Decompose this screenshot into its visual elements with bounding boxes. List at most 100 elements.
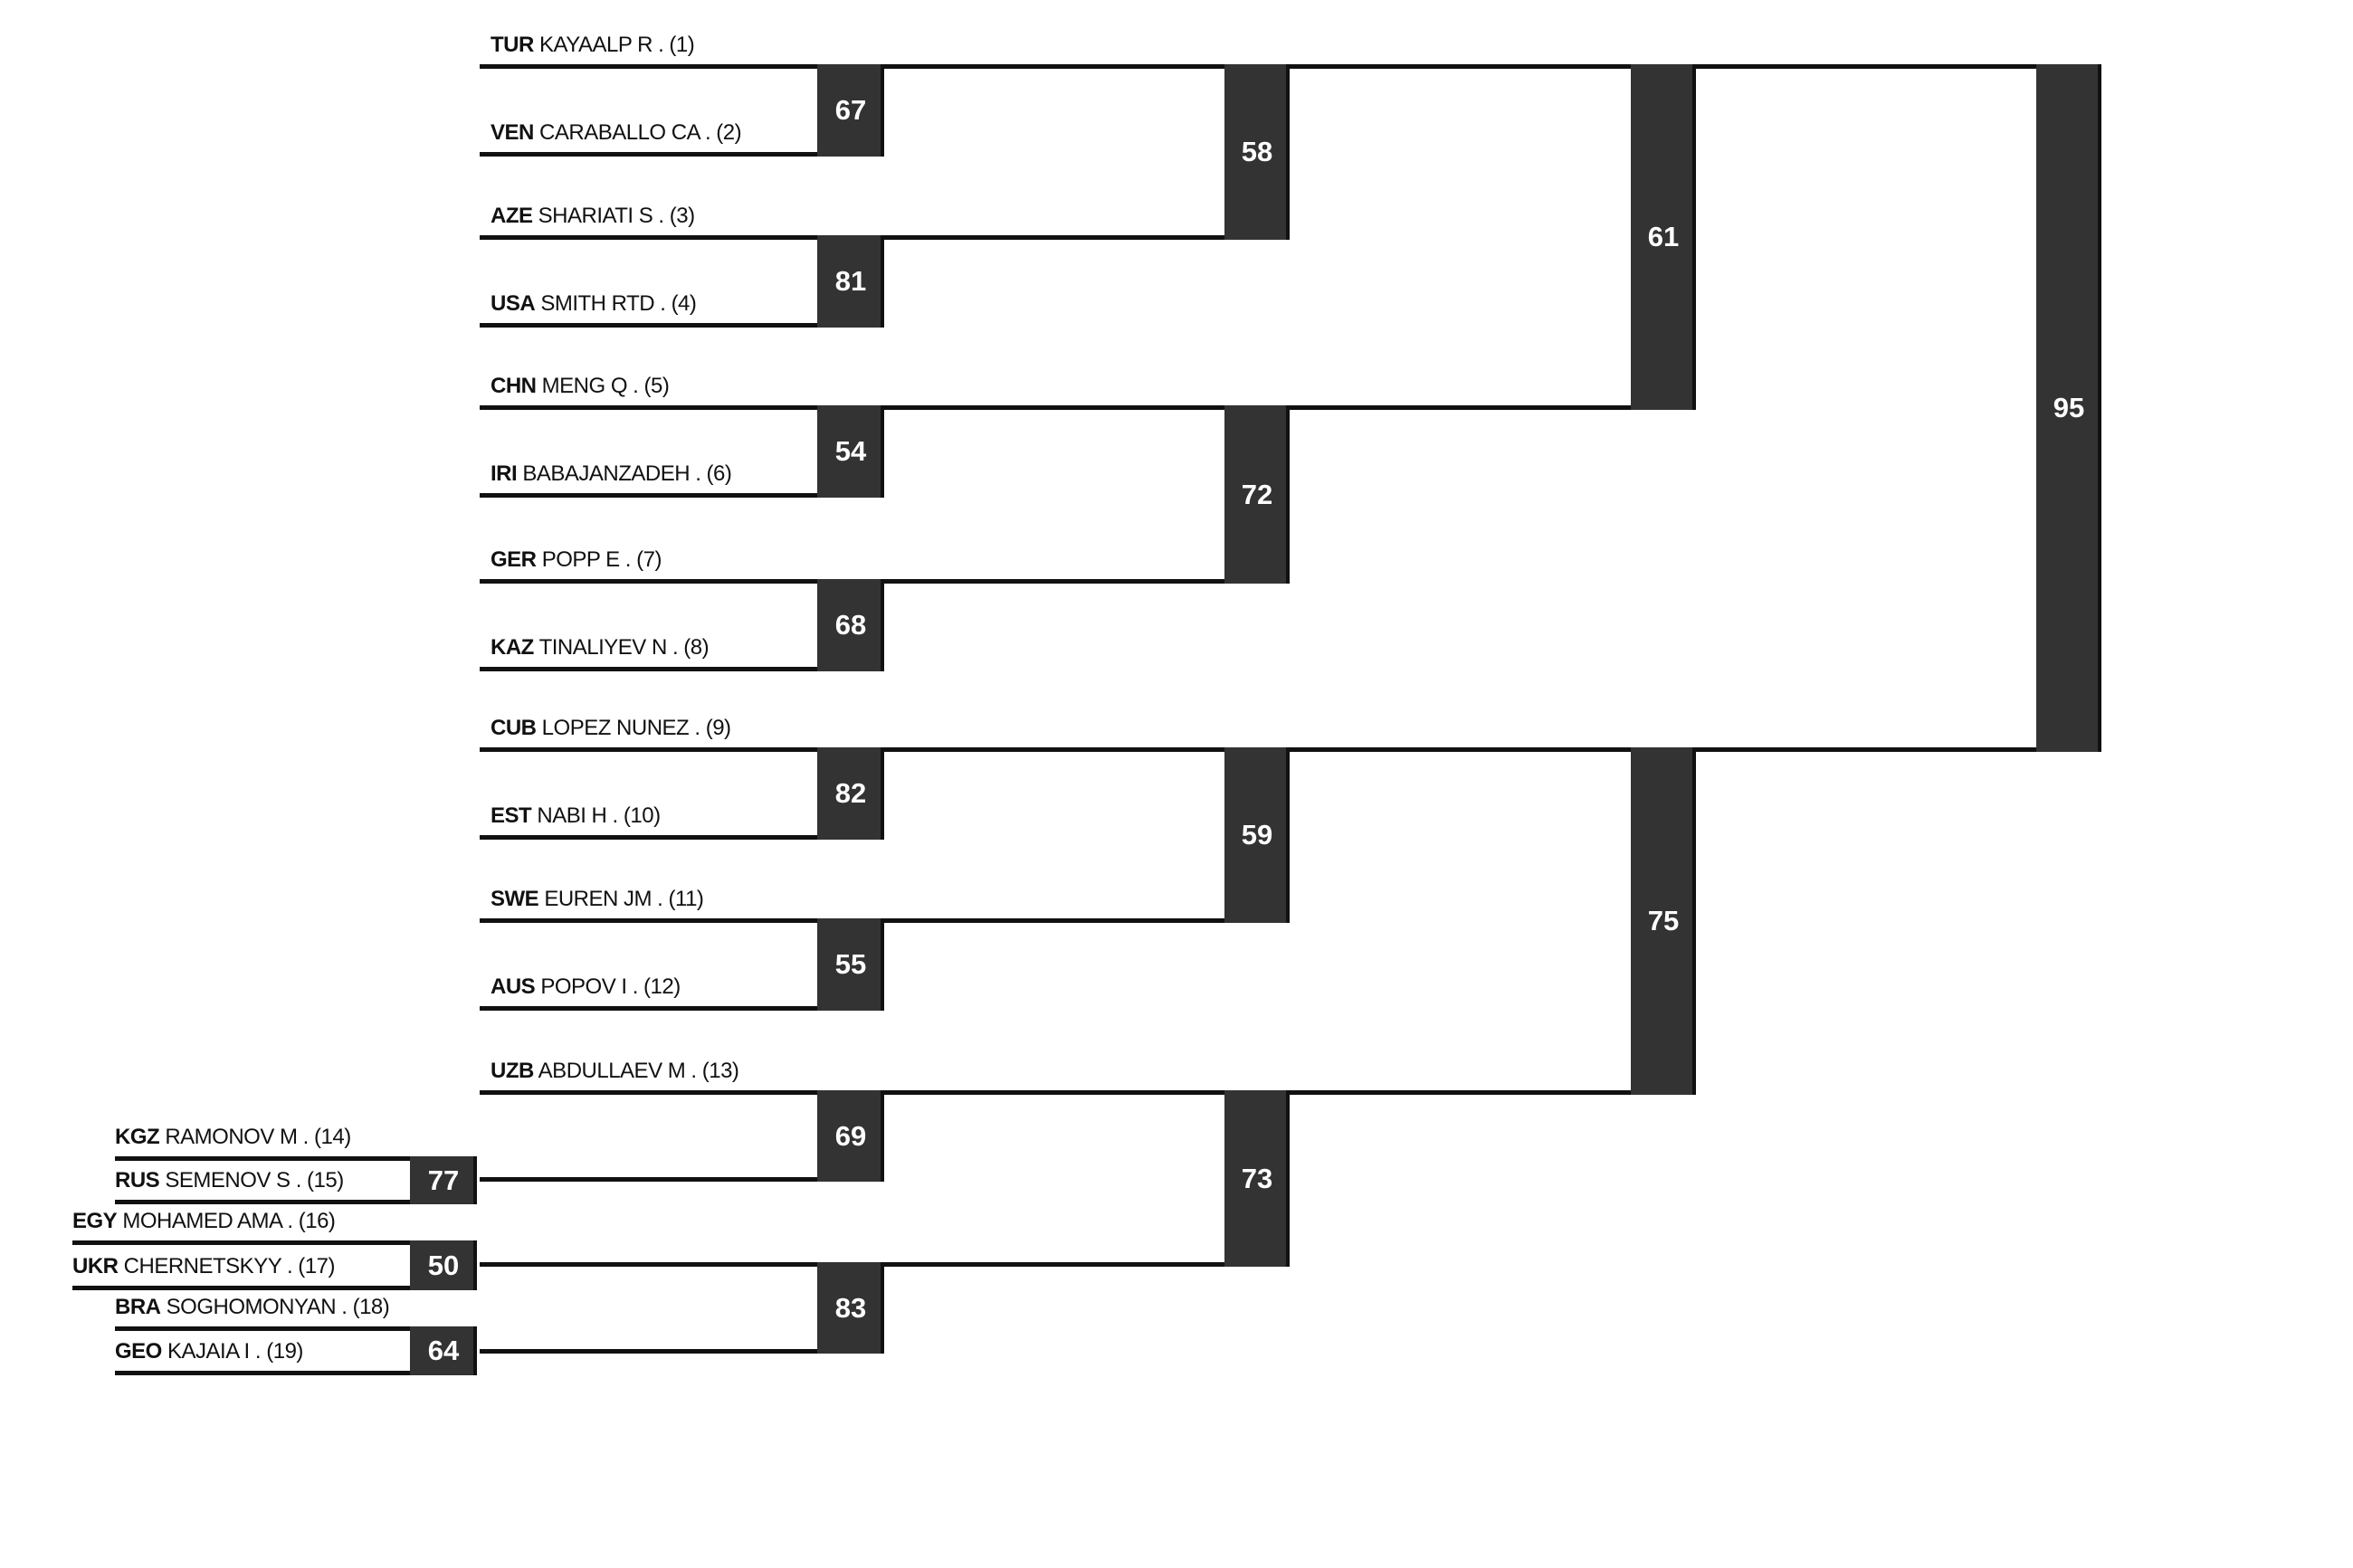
player-country: GER [491, 547, 537, 572]
bracket-line [884, 747, 1290, 752]
player-entry[interactable]: UZB ABDULLAEV M . (13) [491, 1059, 739, 1083]
player-country: EST [491, 803, 532, 828]
player-name: CARABALLO CA . (2) [539, 120, 742, 145]
bout-score-box[interactable]: 50 [410, 1240, 477, 1290]
bracket-line [480, 1090, 884, 1095]
player-entry[interactable]: USA SMITH RTD . (4) [491, 291, 697, 316]
player-name: MOHAMED AMA . (16) [122, 1209, 336, 1233]
final-score-box[interactable]: 95 [2036, 64, 2101, 752]
bracket-line [480, 835, 884, 840]
player-country: UZB [491, 1059, 534, 1083]
bout-score-box[interactable]: 82 [817, 747, 884, 840]
bracket-line [480, 667, 884, 671]
player-country: BRA [115, 1295, 161, 1319]
bout-score-box[interactable]: 64 [410, 1326, 477, 1375]
player-name: POPOV I . (12) [540, 974, 681, 999]
player-country: CHN [491, 374, 537, 398]
player-entry[interactable]: AUS POPOV I . (12) [491, 975, 681, 999]
bout-score-box[interactable]: 72 [1224, 405, 1290, 584]
bout-score-box[interactable]: 54 [817, 405, 884, 498]
bracket-line [1695, 64, 2101, 69]
bracket-line [884, 579, 1290, 584]
bout-score-box[interactable]: 67 [817, 64, 884, 157]
player-name: NABI H . (10) [537, 803, 661, 828]
player-name: SEMENOV S . (15) [165, 1168, 344, 1193]
player-name: ABDULLAEV M . (13) [538, 1059, 739, 1083]
bout-score-box[interactable]: 58 [1224, 64, 1290, 240]
player-country: AUS [491, 974, 536, 999]
bout-score-box[interactable]: 68 [817, 579, 884, 671]
player-country: IRI [491, 461, 518, 486]
bout-score-box[interactable]: 75 [1631, 747, 1696, 1095]
player-country: EGY [72, 1209, 118, 1233]
bracket-line [480, 1177, 884, 1182]
bout-score-box[interactable]: 61 [1631, 64, 1696, 410]
player-entry[interactable]: EST NABI H . (10) [491, 804, 661, 828]
bracket-line [1695, 747, 2101, 752]
player-entry[interactable]: GEO KAJAIA I . (19) [115, 1340, 303, 1364]
bracket-line [480, 64, 884, 69]
player-entry[interactable]: RUS SEMENOV S . (15) [115, 1169, 344, 1193]
bout-score-box[interactable]: 69 [817, 1090, 884, 1182]
bout-score-box[interactable]: 55 [817, 918, 884, 1011]
bracket-line [72, 1286, 477, 1290]
player-entry[interactable]: KGZ RAMONOV M . (14) [115, 1126, 351, 1149]
bracket-line [115, 1371, 477, 1375]
player-country: CUB [491, 716, 537, 740]
player-entry[interactable]: CUB LOPEZ NUNEZ . (9) [491, 717, 731, 740]
player-entry[interactable]: EGY MOHAMED AMA . (16) [72, 1209, 336, 1233]
bracket-line [480, 918, 884, 923]
player-country: KAZ [491, 635, 534, 660]
player-country: USA [491, 291, 536, 316]
player-entry[interactable]: BRA SOGHOMONYAN . (18) [115, 1295, 390, 1319]
player-entry[interactable]: GER POPP E . (7) [491, 548, 662, 572]
player-name: EUREN JM . (11) [544, 887, 704, 911]
bracket-line [480, 1262, 884, 1267]
player-name: CHERNETSKYY . (17) [123, 1254, 336, 1278]
bracket-line [72, 1240, 477, 1245]
bracket-line [480, 235, 884, 240]
bracket-line [115, 1200, 477, 1204]
bracket-line [115, 1326, 477, 1331]
bracket-line [884, 1262, 1290, 1267]
bracket-line [884, 64, 1290, 69]
player-name: RAMONOV M . (14) [165, 1125, 351, 1149]
player-entry[interactable]: TUR KAYAALP R . (1) [491, 33, 695, 57]
bout-score-box[interactable]: 73 [1224, 1090, 1290, 1267]
player-entry[interactable]: KAZ TINALIYEV N . (8) [491, 635, 710, 660]
bracket-line [480, 323, 884, 328]
player-name: POPP E . (7) [541, 547, 662, 572]
bout-score-box[interactable]: 59 [1224, 747, 1290, 923]
player-entry[interactable]: SWE EUREN JM . (11) [491, 887, 704, 911]
bracket-line [480, 152, 884, 157]
bout-score-box[interactable]: 77 [410, 1156, 477, 1204]
player-name: MENG Q . (5) [541, 374, 670, 398]
bracket-line [480, 579, 884, 584]
bracket-line [884, 1090, 1290, 1095]
player-entry[interactable]: IRI BABAJANZADEH . (6) [491, 461, 732, 486]
bracket-line [1290, 747, 1695, 752]
player-entry[interactable]: UKR CHERNETSKYY . (17) [72, 1255, 335, 1278]
player-entry[interactable]: VEN CARABALLO CA . (2) [491, 120, 742, 145]
bracket-line [480, 1349, 884, 1354]
bout-score-box[interactable]: 81 [817, 235, 884, 328]
player-country: TUR [491, 33, 534, 57]
player-name: LOPEZ NUNEZ . (9) [541, 716, 731, 740]
player-name: SMITH RTD . (4) [540, 291, 697, 316]
player-entry[interactable]: CHN MENG Q . (5) [491, 374, 670, 398]
bracket-line [480, 747, 884, 752]
player-country: UKR [72, 1254, 119, 1278]
player-name: SOGHOMONYAN . (18) [166, 1295, 390, 1319]
bracket-line [884, 918, 1290, 923]
player-name: BABAJANZADEH . (6) [522, 461, 732, 486]
bout-score-box[interactable]: 83 [817, 1262, 884, 1354]
player-country: AZE [491, 204, 533, 228]
player-country: RUS [115, 1168, 160, 1193]
player-entry[interactable]: AZE SHARIATI S . (3) [491, 204, 695, 228]
bracket-line [480, 493, 884, 498]
bracket-line [884, 235, 1290, 240]
bracket-line [1290, 405, 1695, 410]
bracket-line [884, 405, 1290, 410]
bracket-line [480, 1006, 884, 1011]
